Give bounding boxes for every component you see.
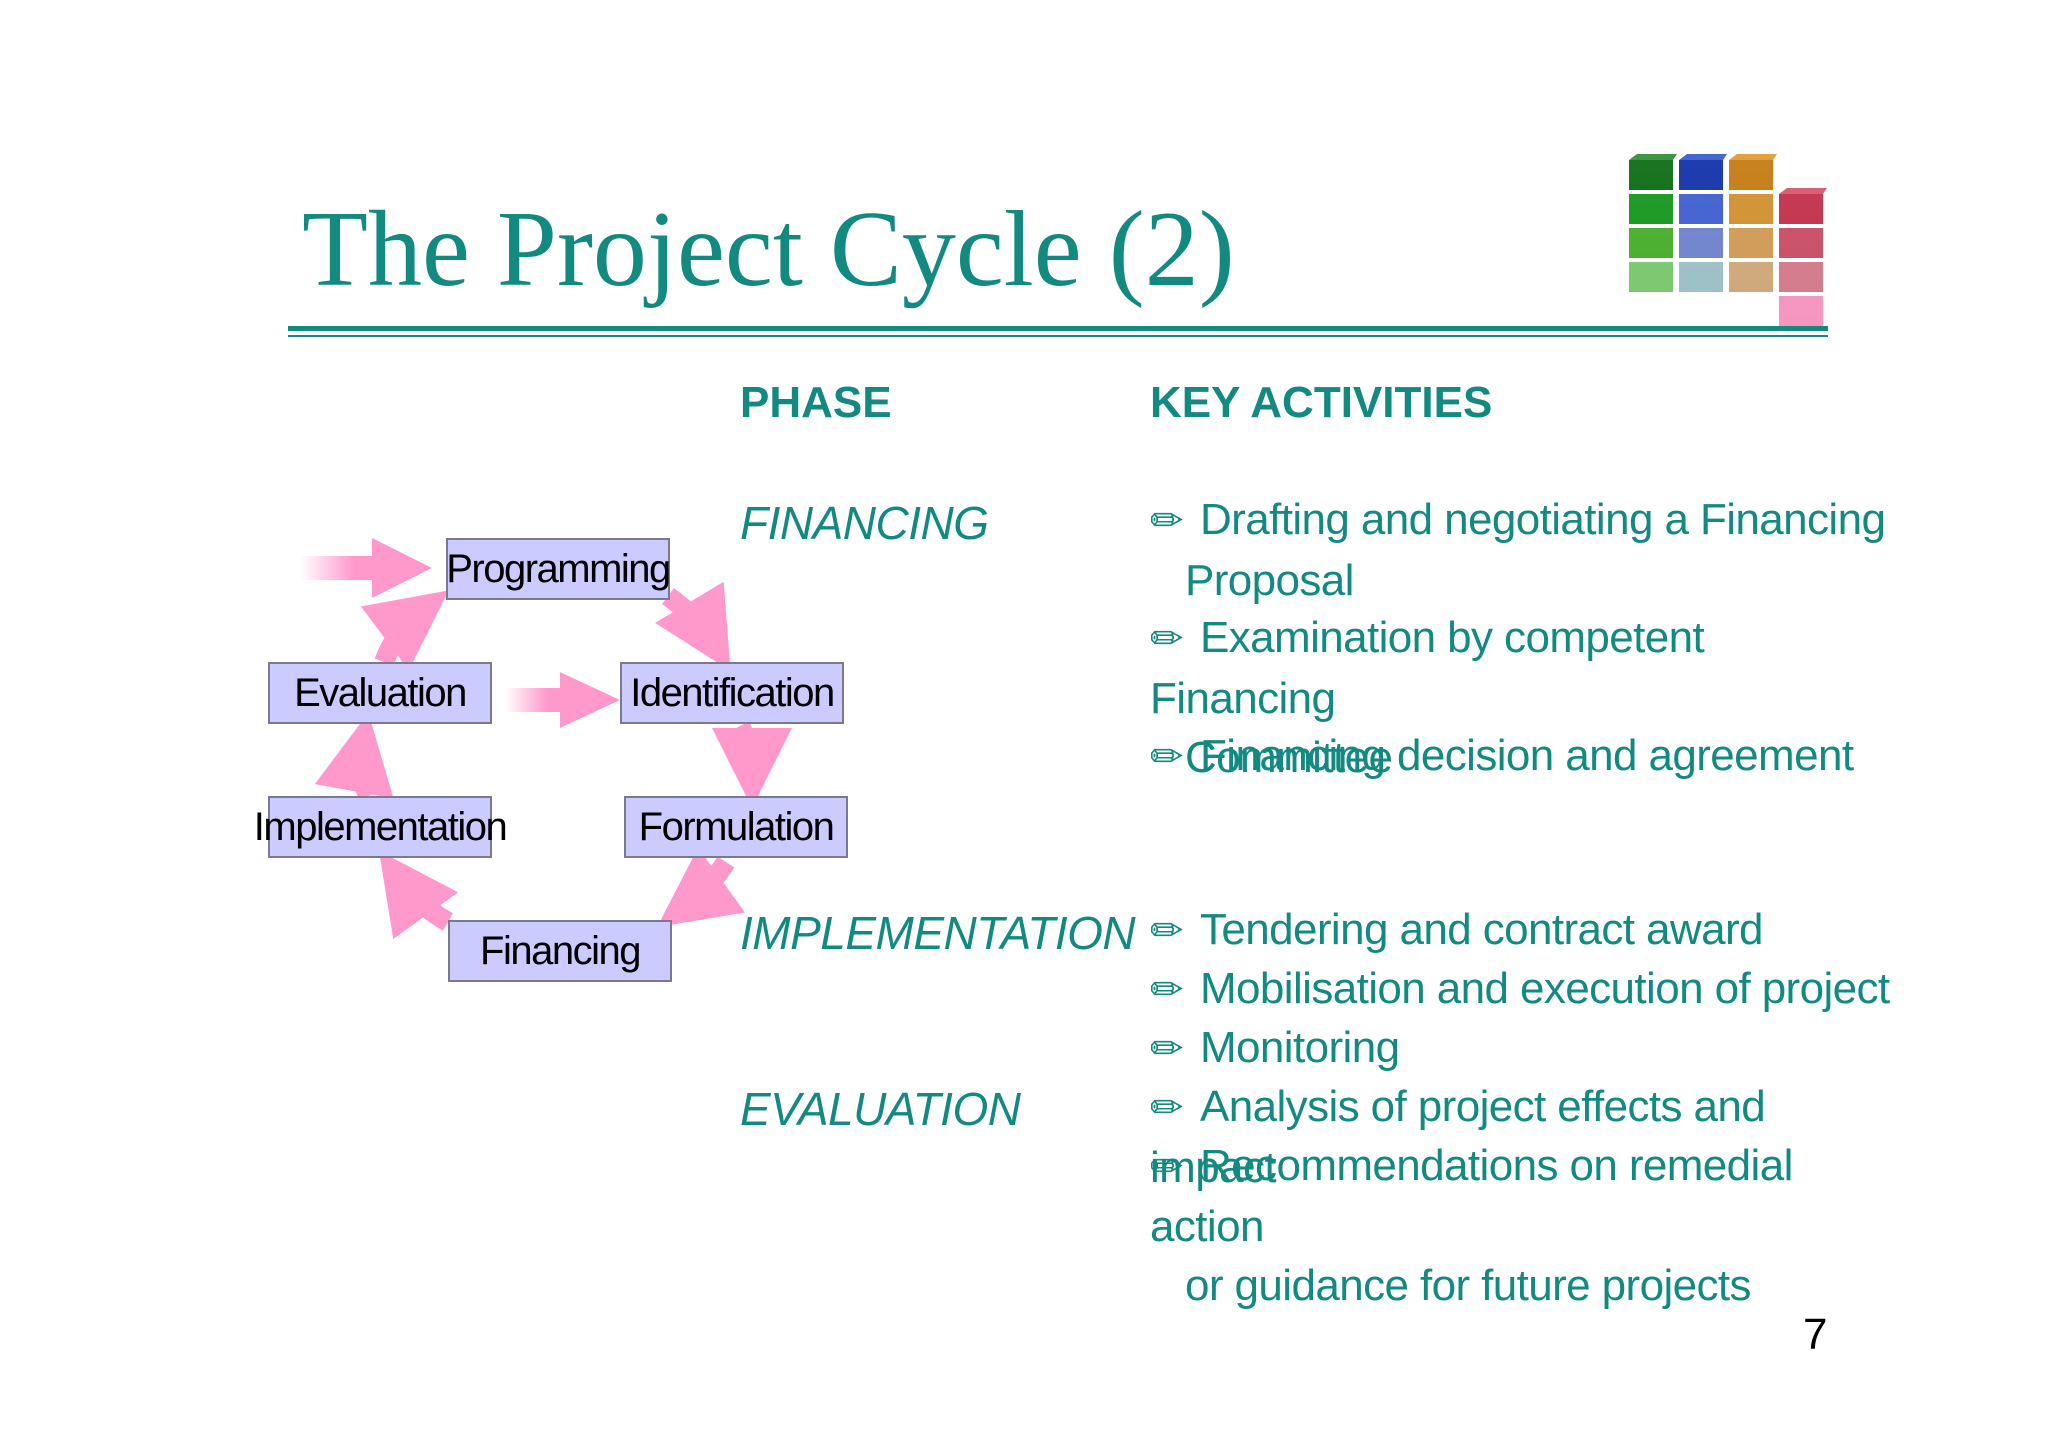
cycle-stage-financing: Financing <box>448 920 672 982</box>
cycle-stage-implementation: Implementation <box>254 796 508 858</box>
arc-programming-identification <box>655 581 731 671</box>
activity-item: ✏Mobilisation and execution of project <box>1150 959 1890 1020</box>
phase-label-evaluation: EVALUATION <box>740 1083 1021 1135</box>
title-underline-thick <box>288 326 1828 331</box>
arc-formulation-financing <box>656 847 746 928</box>
activity-item: ✏Monitoring <box>1150 1018 1890 1079</box>
pencil-icon: ✏ <box>1150 908 1184 954</box>
pencil-icon: ✏ <box>1150 734 1184 780</box>
cycle-stage-programming: Programming <box>446 538 671 600</box>
cycle-arrows <box>300 538 792 940</box>
activity-item: ✏Drafting and negotiating a Financing Pr… <box>1150 490 1890 610</box>
key-activities-column-header: KEY ACTIVITIES <box>1150 378 1493 427</box>
phase-column-header: PHASE <box>740 378 892 427</box>
activity-item: ✏Financing decision and agreement <box>1150 726 1890 787</box>
cycle-stage-identification: Identification <box>620 662 844 724</box>
page-number: 7 <box>1803 1310 1828 1359</box>
arc-identification-formulation <box>711 721 792 808</box>
pencil-icon: ✏ <box>1150 498 1184 544</box>
activity-item: ✏Tendering and contract award <box>1150 900 1890 961</box>
pencil-icon: ✏ <box>1150 616 1184 662</box>
feedback-arrow-head <box>560 672 620 728</box>
activity-item: ✏Analysis of project effects and impact <box>1150 1077 1890 1197</box>
activity-item: ✏Examination by competent Financing Comm… <box>1150 608 1890 787</box>
pencil-icon: ✏ <box>1150 1026 1184 1072</box>
arc-implementation-evaluation <box>314 712 394 800</box>
arc-evaluation-programming <box>360 590 449 671</box>
activity-item: ✏Recommendations on remedial action or g… <box>1150 1136 1890 1315</box>
phase-label-financing: FINANCING <box>740 497 989 549</box>
cycle-stage-evaluation: Evaluation <box>268 662 492 724</box>
phase-label-implementation: IMPLEMENTATION <box>740 907 1136 959</box>
pencil-icon: ✏ <box>1150 967 1184 1013</box>
pencil-icon: ✏ <box>1150 1085 1184 1131</box>
cycle-stage-formulation: Formulation <box>624 796 848 858</box>
arc-financing-implementation <box>378 850 459 940</box>
colored-blocks-logo-icon <box>1625 152 1835 332</box>
pencil-icon: ✏ <box>1150 1144 1184 1190</box>
title-underline-thin <box>288 335 1828 337</box>
slide-title: The Project Cycle (2) <box>302 190 1235 309</box>
project-cycle-diagram: Programming Identification Formulation F… <box>0 0 900 1000</box>
entry-arrow-head <box>372 538 432 598</box>
